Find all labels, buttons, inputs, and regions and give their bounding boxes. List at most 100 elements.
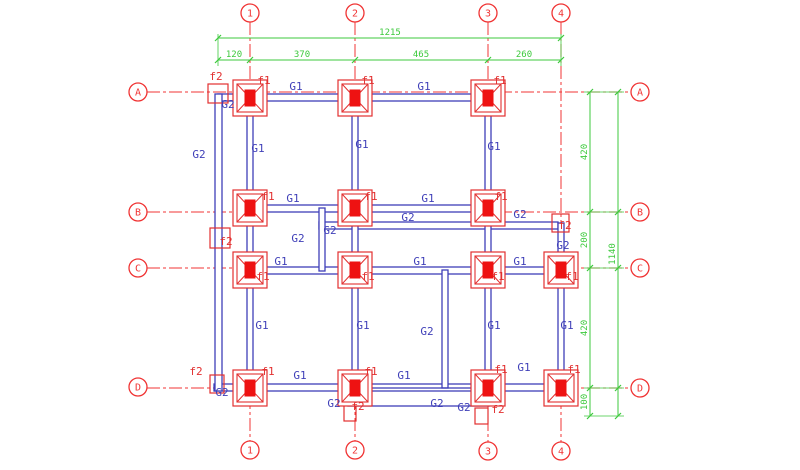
grid-bubble-circle <box>551 441 571 461</box>
dimension-tick <box>484 56 492 64</box>
footing-inner-square <box>236 255 264 285</box>
footing-label: f1 <box>261 190 274 203</box>
footing-inner-square <box>474 193 502 223</box>
footing-f1-glyph <box>337 79 373 117</box>
grid-bubble-label: 4 <box>558 9 564 20</box>
footing-label: f2 <box>351 400 364 413</box>
beam-label: G2 <box>291 232 304 245</box>
beam-label: G2 <box>513 208 526 221</box>
beam-label: G1 <box>560 319 573 332</box>
footing-label: f1 <box>361 74 374 87</box>
dimension-label: 1140 <box>608 243 618 265</box>
footing-f1-glyph <box>470 79 506 117</box>
grid-bubble: D <box>128 377 148 397</box>
grid-bubble-circle <box>240 440 260 460</box>
footing-label: f1 <box>565 270 578 283</box>
footing-f1-glyph <box>337 189 373 227</box>
column-solid <box>244 199 256 217</box>
footing-label: f2 <box>219 235 232 248</box>
column-solid <box>555 379 567 397</box>
footing-f1-glyph <box>337 251 373 289</box>
dimension-tick <box>214 56 222 64</box>
footing-label: f1 <box>494 190 507 203</box>
grid-bubble: 2 <box>345 3 365 23</box>
grid-bubble: 1 <box>240 3 260 23</box>
footing-f2-glyph <box>551 213 570 233</box>
grid-bubble-circle <box>630 202 650 222</box>
footing-label: f1 <box>361 270 374 283</box>
beam-label: G1 <box>293 369 306 382</box>
beam-label: G1 <box>413 255 426 268</box>
beams-layer <box>213 93 566 407</box>
grid-bubble-circle <box>478 3 498 23</box>
grid-bubble-label: 1 <box>247 9 253 20</box>
dimension-label: 100 <box>580 394 590 410</box>
beam-label: G2 <box>192 148 205 161</box>
footing-inner-square <box>547 255 575 285</box>
column-solid <box>244 379 256 397</box>
dimension-label: 260 <box>516 50 532 60</box>
footing-inner-square <box>341 193 369 223</box>
footing-inner-square <box>341 255 369 285</box>
grid-bubble-circle <box>128 377 148 397</box>
grid-bubble-label: B <box>637 208 643 219</box>
beam-label: G1 <box>517 361 530 374</box>
beam-label: G2 <box>430 397 443 410</box>
footing-f1-glyph <box>543 251 579 289</box>
beam-label: G1 <box>286 192 299 205</box>
footing-inner-square <box>474 83 502 113</box>
dimension-label: 420 <box>580 320 590 336</box>
grid-bubble-label: C <box>135 264 141 275</box>
beam-inner-vert-cd <box>441 269 449 389</box>
grid-bubble: 4 <box>551 441 571 461</box>
grid-bubble-label: 3 <box>485 9 491 20</box>
grid-bubble: 3 <box>478 3 498 23</box>
beam-label: G2 <box>556 239 569 252</box>
beam-label: G1 <box>355 138 368 151</box>
column-solid <box>349 261 361 279</box>
dimension-lines-layer <box>214 34 624 420</box>
footing-inner-square <box>547 373 575 403</box>
footing-inner-square <box>341 373 369 403</box>
beam-label: G1 <box>417 80 430 93</box>
beam-label: G2 <box>420 325 433 338</box>
grid-bubble-circle <box>630 378 650 398</box>
footing-f1-glyph <box>232 251 268 289</box>
grid-bubble: B <box>630 202 650 222</box>
grid-bubble: C <box>128 258 148 278</box>
dimension-tick <box>246 56 254 64</box>
grid-bubble-label: B <box>135 208 141 219</box>
footing-label: f1 <box>491 270 504 283</box>
grid-bubble: A <box>128 82 148 102</box>
column-solid <box>349 199 361 217</box>
beam-label: G2 <box>323 224 336 237</box>
grid-bubble-label: 2 <box>352 9 358 20</box>
grid-bubble: 4 <box>551 3 571 23</box>
footing-label: f1 <box>257 74 270 87</box>
grid-bubble-circle <box>478 441 498 461</box>
footing-label: f2 <box>209 70 222 83</box>
column-solid <box>482 379 494 397</box>
grid-bubble-circle <box>240 3 260 23</box>
footing-label: f1 <box>493 74 506 87</box>
beam-label: G2 <box>215 386 228 399</box>
footing-label: f1 <box>364 365 377 378</box>
footing-f1-glyph <box>232 189 268 227</box>
grid-bubble: 3 <box>478 441 498 461</box>
column-solid <box>482 199 494 217</box>
footing-f1-glyph <box>232 369 268 407</box>
footing-inner-square <box>236 373 264 403</box>
column-solid <box>244 261 256 279</box>
dimension-label: 120 <box>226 50 242 60</box>
footings-layer <box>207 79 579 425</box>
footing-label: f1 <box>567 363 580 376</box>
grid-bubble-circle <box>128 258 148 278</box>
grid-bubble-label: D <box>637 384 643 395</box>
grid-bubble-circle <box>551 3 571 23</box>
grid-bubble-circle <box>345 3 365 23</box>
beam-label: G1 <box>513 255 526 268</box>
grid-bubble-circle <box>345 440 365 460</box>
grid-bubble-label: A <box>637 88 643 99</box>
